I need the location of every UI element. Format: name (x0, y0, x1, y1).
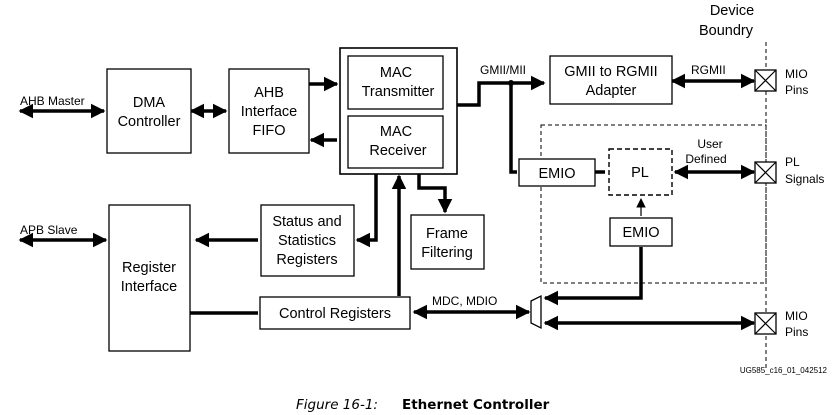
mac-group: MAC Transmitter MAC Receiver (339, 47, 458, 175)
mdio-mux-icon (530, 294, 542, 330)
gmii-to-adapter-bus (443, 75, 546, 107)
mac-rx-label-line1: MAC (380, 124, 412, 140)
control-registers-block: Control Registers (259, 296, 411, 330)
pl-signals-label-line1: PL (785, 155, 800, 169)
dma-controller-label-line2: Controller (118, 114, 181, 130)
emio-to-mux-bus (543, 247, 643, 306)
connections (18, 73, 756, 331)
mac-receiver-block: MAC Receiver (347, 115, 444, 169)
mio-pins-top-label-line2: Pins (785, 83, 808, 97)
status-label-line1: Status and (272, 214, 341, 230)
mio-pins-top-label-line1: MIO (785, 67, 808, 81)
mac-to-frame-filtering-arrow (417, 174, 453, 214)
adapter-label-line2: Adapter (586, 83, 637, 99)
pl-block: PL (608, 148, 673, 196)
emio-left-block: EMIO (518, 158, 596, 187)
frame-filtering-block: Frame Filtering (410, 214, 485, 270)
dma-controller-block: DMA Controller (106, 68, 192, 154)
mdc-mdio-label: MDC, MDIO (432, 294, 497, 308)
figure-title: Ethernet Controller (402, 397, 550, 413)
ahb-master-label: AHB Master (20, 94, 85, 108)
mac-transmitter-block: MAC Transmitter (347, 55, 444, 110)
mio-pins-bottom-label-line1: MIO (785, 309, 808, 323)
mac-to-status-arrow (355, 174, 378, 248)
ahb-fifo-label-line3: FIFO (252, 123, 285, 139)
frame-label-line1: Frame (426, 226, 468, 242)
pl-signals-label-line2: Signals (785, 172, 824, 186)
mio-pin-bottom-icon (754, 312, 777, 335)
register-label-line1: Register (122, 260, 176, 276)
mac-tx-label-line1: MAC (380, 65, 412, 81)
device-boundary-label-line2: Boundry (699, 23, 754, 39)
emio-bottom-block: EMIO (609, 217, 673, 247)
status-label-line2: Statistics (278, 233, 336, 249)
gmii-to-emio-bus (509, 83, 517, 174)
register-label-line2: Interface (121, 279, 177, 295)
ahb-interface-fifo-block: AHB Interface FIFO (228, 68, 310, 154)
status-statistics-registers-block: Status and Statistics Registers (260, 204, 355, 277)
gmii-to-rgmii-adapter-block: GMII to RGMII Adapter (549, 55, 673, 105)
mio-pin-top-icon (754, 69, 777, 92)
mio-pins-bottom-label-line2: Pins (785, 325, 808, 339)
document-id: UG585_c16_01_042512 (740, 366, 828, 375)
figure-caption: Figure 16-1: Ethernet Controller (296, 397, 550, 413)
dma-controller-label-line1: DMA (133, 95, 166, 111)
gmii-mii-label: GMII/MII (480, 63, 526, 77)
ahb-fifo-label-line2: Interface (241, 104, 297, 120)
control-registers-label: Control Registers (279, 306, 391, 322)
user-defined-label-line2: Defined (685, 152, 726, 166)
figure-number: Figure 16-1: (296, 397, 378, 413)
register-interface-block: Register Interface (108, 204, 191, 352)
apb-slave-label: APB Slave (20, 223, 78, 237)
device-boundary-label-line1: Device (710, 3, 754, 19)
frame-label-line2: Filtering (421, 245, 473, 261)
emio-left-label: EMIO (538, 166, 575, 182)
adapter-label-line1: GMII to RGMII (564, 64, 657, 80)
pl-label: PL (631, 165, 649, 181)
mac-rx-label-line2: Receiver (369, 143, 426, 159)
rgmii-label: RGMII (691, 63, 726, 77)
emio-bottom-label: EMIO (622, 225, 659, 241)
ahb-fifo-label-line1: AHB (254, 85, 284, 101)
status-label-line3: Registers (276, 252, 337, 268)
pl-signal-pin-icon (754, 161, 777, 184)
pl-region (540, 124, 767, 284)
user-defined-label-line1: User (697, 137, 722, 151)
mac-tx-label-line2: Transmitter (362, 84, 435, 100)
